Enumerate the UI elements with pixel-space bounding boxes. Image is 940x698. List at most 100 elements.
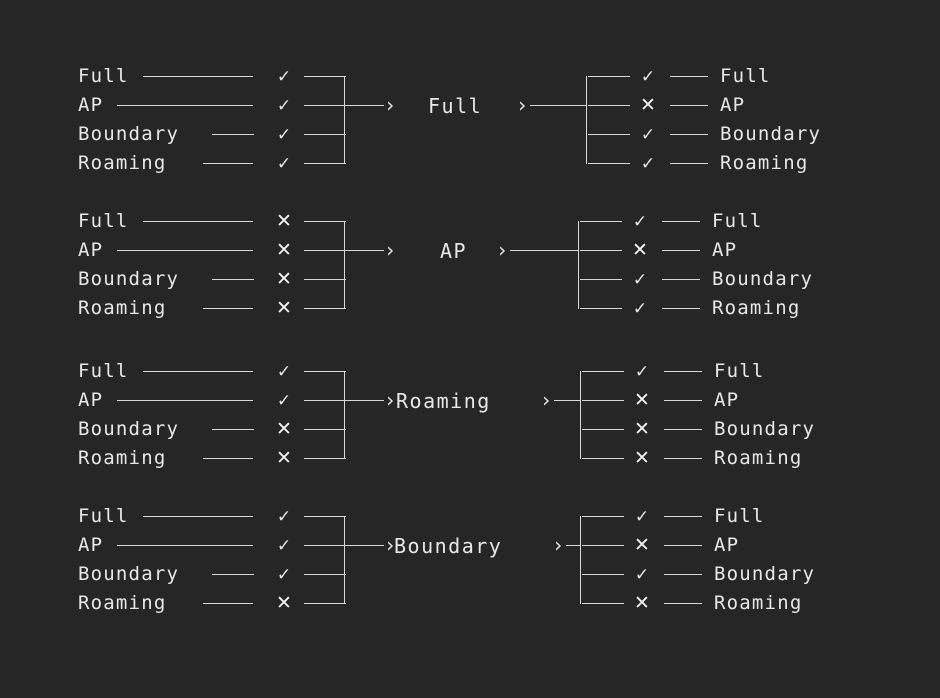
input-row: Full ✓ (0, 502, 940, 531)
output-connector-dash (670, 134, 708, 135)
cross-icon: ✕ (640, 94, 656, 116)
output-row: ✕ AP (0, 236, 940, 265)
input-bracket-stub (304, 458, 346, 459)
input-connector-dash (117, 545, 253, 546)
output-condition-label: AP (720, 94, 746, 116)
input-condition-label: Boundary (78, 268, 180, 290)
output-connector-dash (664, 516, 702, 517)
input-bracket-stub (304, 545, 346, 546)
cross-icon: ✕ (632, 239, 648, 261)
input-connector-dash (117, 250, 253, 251)
output-bracket-stub (582, 545, 624, 546)
input-connector-dash (143, 76, 253, 77)
output-bracket-spine (586, 76, 587, 164)
output-connector-dash (664, 574, 702, 575)
input-bracket-stub (304, 134, 346, 135)
state-chevron-icon: › (516, 93, 529, 117)
check-icon: ✓ (276, 154, 292, 174)
input-bracket-stub (304, 400, 346, 401)
output-mark: ✕ (628, 589, 656, 618)
input-bracket-stub (304, 429, 346, 430)
output-row: ✕ Boundary (0, 415, 940, 444)
check-icon: ✓ (634, 507, 650, 527)
state-to-output-line (530, 105, 586, 106)
output-connector-dash (670, 105, 708, 106)
output-connector-dash (664, 458, 702, 459)
output-connector-dash (664, 603, 702, 604)
input-mark: ✓ (270, 149, 298, 178)
input-connector-dash (143, 516, 253, 517)
output-bracket-stub (580, 279, 622, 280)
output-connector-dash (662, 279, 700, 280)
input-connector-dash (212, 429, 254, 430)
input-condition-label: Boundary (78, 418, 180, 440)
output-row: ✓Boundary (0, 120, 940, 149)
input-row: AP ✓ (0, 91, 940, 120)
input-to-state-line (344, 105, 384, 106)
output-connector-dash (662, 250, 700, 251)
output-row: ✓Roaming (0, 149, 940, 178)
input-row: Boundary✓ (0, 120, 940, 149)
output-bracket-stub (580, 221, 622, 222)
input-bracket-stub (304, 308, 346, 309)
output-condition-label: Full (714, 360, 765, 382)
output-mark: ✓ (628, 502, 656, 531)
output-connector-dash (664, 400, 702, 401)
output-row: ✕ Roaming (0, 444, 940, 473)
output-mark: ✕ (628, 531, 656, 560)
state-chevron-icon: › (552, 533, 565, 557)
state-to-output-line (566, 545, 580, 546)
input-bracket-stub (304, 603, 346, 604)
cross-icon: ✕ (276, 297, 292, 319)
output-row: ✕AP (0, 386, 940, 415)
state-chevron-icon: › (496, 238, 509, 262)
input-condition-label: AP (78, 389, 104, 411)
input-bracket-spine (344, 516, 345, 604)
check-icon: ✓ (276, 96, 292, 116)
output-connector-dash (664, 429, 702, 430)
output-condition-label: Full (714, 505, 765, 527)
output-connector-dash (664, 371, 702, 372)
state-name-label: Boundary (394, 534, 503, 558)
input-mark: ✕ (270, 589, 298, 618)
transition-block-boundary: Full✓AP✓Boundary✓Roaming✕›Boundary›✓Full… (0, 502, 940, 632)
check-icon: ✓ (632, 212, 648, 232)
input-bracket-spine (344, 371, 345, 459)
output-connector-dash (662, 221, 700, 222)
output-row: ✓ Boundary (0, 265, 940, 294)
check-icon: ✓ (634, 565, 650, 585)
output-condition-label: Boundary (714, 418, 816, 440)
output-condition-label: Roaming (714, 447, 803, 469)
output-bracket-stub (582, 603, 624, 604)
output-condition-label: Roaming (714, 592, 803, 614)
input-mark: ✕ (270, 415, 298, 444)
input-mark: ✓ (270, 120, 298, 149)
output-mark: ✕ (628, 415, 656, 444)
output-bracket-spine (578, 221, 579, 309)
output-condition-label: Boundary (714, 563, 816, 585)
input-connector-dash (203, 163, 253, 164)
input-condition-label: Full (78, 65, 129, 87)
cross-icon: ✕ (276, 268, 292, 290)
output-row: ✓Full (0, 207, 940, 236)
input-mark: ✕ (270, 294, 298, 323)
state-name-label: AP (440, 239, 468, 263)
cross-icon: ✕ (276, 447, 292, 469)
output-mark: ✕ (628, 444, 656, 473)
input-bracket-stub (304, 516, 346, 517)
input-condition-label: Full (78, 360, 129, 382)
output-row: ✓Roaming (0, 294, 940, 323)
arrow-head-icon: › (384, 388, 397, 412)
input-bracket-spine (344, 221, 345, 309)
input-connector-dash (203, 458, 253, 459)
input-mark: ✓ (270, 357, 298, 386)
check-icon: ✓ (632, 270, 648, 290)
input-row: AP ✓ (0, 386, 940, 415)
input-mark: ✓ (270, 386, 298, 415)
cross-icon: ✕ (634, 534, 650, 556)
output-row: ✕ AP (0, 91, 940, 120)
input-mark: ✓ (270, 560, 298, 589)
input-mark: ✕ (270, 236, 298, 265)
input-mark: ✓ (270, 62, 298, 91)
